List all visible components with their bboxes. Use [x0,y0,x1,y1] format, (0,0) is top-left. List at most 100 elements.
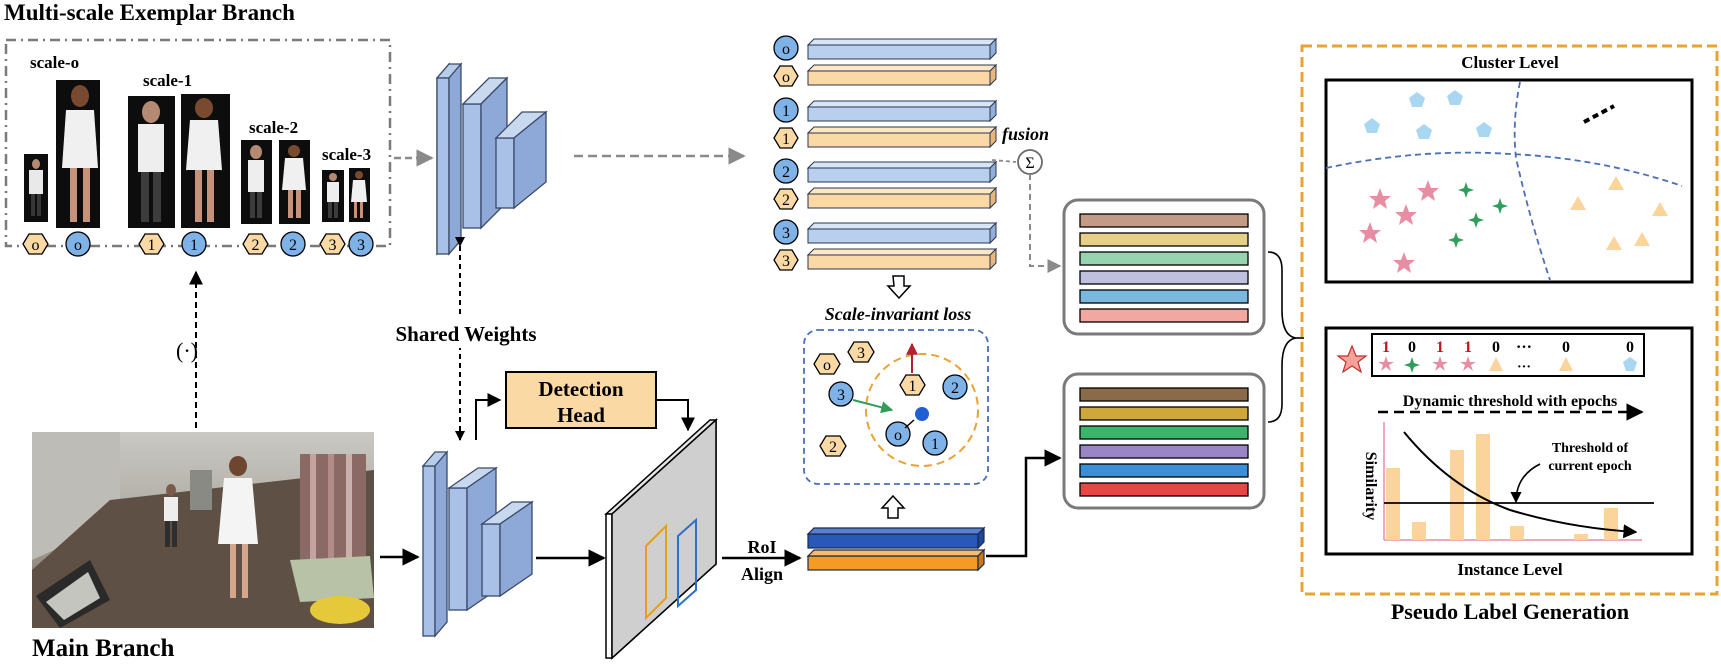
label-value: 0 [1562,339,1570,356]
svg-text:o: o [823,357,831,374]
svg-text:1: 1 [782,131,790,148]
svg-text:2: 2 [951,380,959,397]
feat-badge [773,219,799,245]
svg-text:1: 1 [148,237,156,254]
loss-badge [942,374,968,400]
query-star-icon [1336,344,1368,374]
svg-text:3: 3 [782,225,790,242]
feat-badge [773,188,799,210]
feat-badge [773,97,799,123]
scale-loss-frame [803,329,989,485]
label-value: ··· [1516,339,1532,356]
more-clusters-mark [1583,104,1615,124]
main-image [32,432,374,628]
exemplar-crop [241,140,272,224]
scale-label-2: scale-2 [249,118,298,137]
pink-star-cluster [1359,180,1439,273]
svg-text:o: o [782,69,790,86]
arrow-fusion-to-features [1029,174,1062,273]
svg-text:3: 3 [782,253,790,270]
triangle-cluster [1570,176,1668,250]
circle-badge [181,231,207,257]
threshold-label-1: Threshold of [1552,441,1629,456]
loss-badge [847,341,875,363]
proposal-box-blue [677,517,697,609]
main-backbone [421,450,535,638]
svg-text:o: o [894,427,902,444]
down-arrow [886,275,912,300]
arrow-to-detection-head [475,393,502,440]
feat-badge [773,158,799,184]
roi-features [806,526,986,572]
pentagon-cluster [1364,90,1492,139]
pseudo-label-title: Pseudo Label Generation [1391,599,1629,624]
cluster-boundary [1513,81,1551,281]
top-backbone [435,62,548,256]
circle-badge [280,231,306,257]
circle-badge [348,231,374,257]
instance-level-title: Instance Level [1457,560,1563,579]
align-label: Align [741,564,783,584]
exemplar-badges: o o 1 1 2 2 3 3 [22,231,374,257]
detection-head-label-1: Detection [538,377,623,401]
shared-weights-bg [380,318,552,348]
feat-badge [773,65,799,87]
similarity-axis-label: Similarity [1362,452,1379,520]
svg-text:2: 2 [252,237,260,254]
multiscale-frame [4,38,392,248]
loss-anchor-point [915,407,929,421]
loss-badge [885,421,911,447]
green-star-cluster [1448,182,1508,248]
loss-badge [819,435,847,457]
dynamic-threshold-label: Dynamic threshold with epochs [1403,393,1617,410]
multiscale-branch-title: Multi-scale Exemplar Branch [4,0,295,25]
exemplar-crop [322,170,344,222]
arrow-head-to-featuremap [656,399,695,432]
feat-badge [773,35,799,61]
svg-text:1: 1 [782,103,790,120]
label-strip [1371,333,1645,377]
main-branch-title: Main Branch [32,635,174,662]
cluster-level-panel [1324,78,1694,284]
exemplar-crop [349,168,370,222]
scale-feature-stack: o o 1 1 2 2 3 3 [773,35,998,271]
svg-text:···: ··· [1517,360,1531,375]
svg-text:o: o [32,237,40,254]
svg-text:3: 3 [857,345,865,362]
cluster-boundary [1325,151,1683,187]
label-value: 1 [1464,339,1472,356]
proposal-box-orange [645,523,667,621]
label-shapes: ··· [1378,356,1637,375]
scale-loss-margin-circle [865,353,979,467]
pull-arrow-green [852,399,894,414]
svg-text:2: 2 [782,192,790,209]
threshold-label-2: current epoch [1548,459,1632,474]
svg-text:3: 3 [329,237,337,254]
shared-weights-label: Shared Weights [395,322,536,346]
feat-badge [773,249,799,271]
arrow-roi-to-aggregated [986,449,1062,558]
svg-text:1: 1 [931,436,939,453]
exemplar-crop [56,80,100,228]
svg-text:o: o [782,41,790,58]
svg-text:2: 2 [829,439,837,456]
cluster-level-title: Cluster Level [1461,53,1559,72]
hex-badge [138,233,165,255]
hex-badge [242,233,269,255]
exemplar-crop [181,94,230,228]
up-arrow [880,494,906,519]
svg-text:2: 2 [782,164,790,181]
label-value: 0 [1626,339,1634,356]
label-value: 1 [1382,339,1390,356]
crop-operation-label: (·) [176,338,198,363]
similarity-bars [1386,434,1618,540]
loss-badge [899,374,926,396]
loss-badge [813,353,841,375]
scale-loss-title: Scale-invariant loss [825,304,972,324]
threshold-pointer [1510,463,1541,504]
exemplar-crop [128,96,175,228]
pull-arrow-black [904,419,915,429]
feat-badge [773,127,799,149]
exemplar-crops [24,80,370,228]
